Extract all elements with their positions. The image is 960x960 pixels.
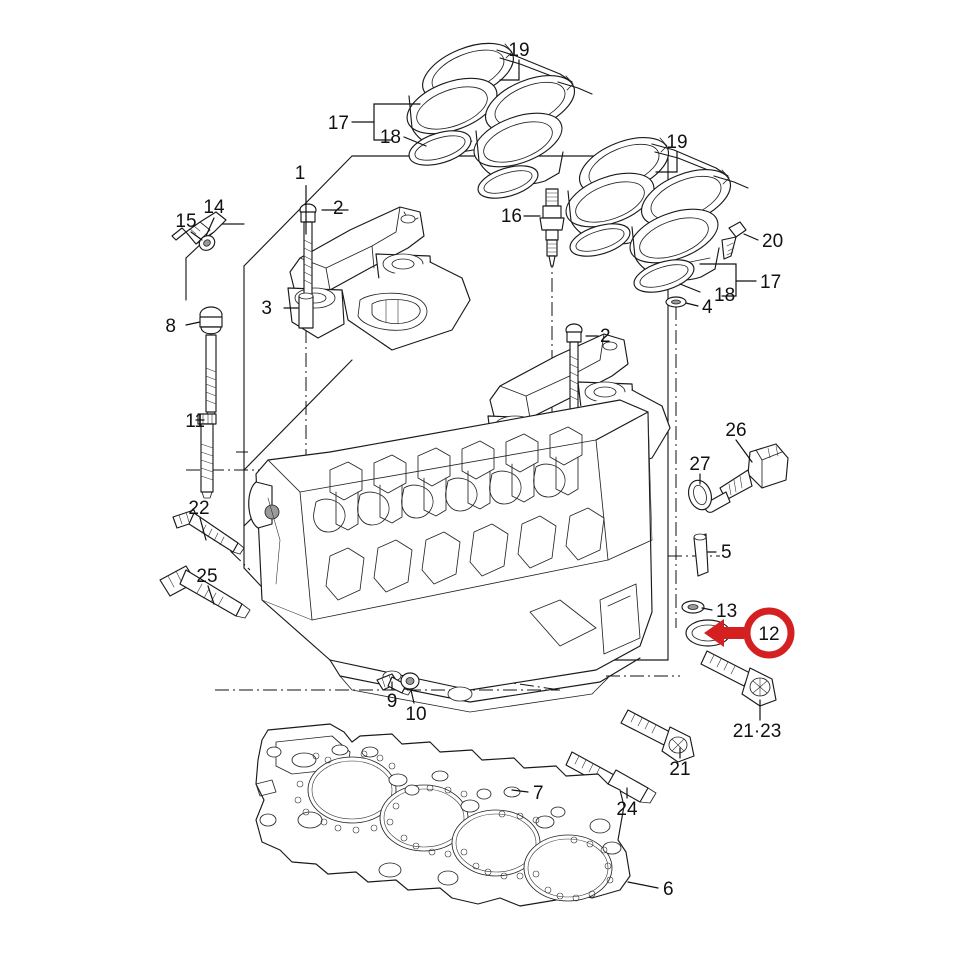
intake-pipe-3 <box>565 172 656 245</box>
intake-pipe-group-left <box>406 42 593 199</box>
callout-10: 10 <box>405 704 426 725</box>
highlight-number: 12 <box>758 624 779 645</box>
callout-16: 16 <box>501 206 522 227</box>
callout-27: 27 <box>689 454 710 475</box>
intake-pipe-4 <box>629 208 720 281</box>
clamp-screw-20 <box>721 221 747 260</box>
bolt-8 <box>199 306 223 419</box>
leader-lines <box>185 59 761 889</box>
callout-17a: 17 <box>328 113 349 134</box>
callout-17b: 17 <box>760 272 781 293</box>
callout-1: 1 <box>295 163 306 184</box>
intake-o-ring-3 <box>569 223 631 257</box>
dowel-pin-3 <box>298 292 314 329</box>
sensor-o-ring-27 <box>687 479 713 511</box>
intake-pipe-2 <box>473 112 564 185</box>
callout-24: 24 <box>616 799 638 820</box>
callout-2a: 2 <box>333 198 344 219</box>
callout-25: 25 <box>196 566 217 587</box>
callout-21: 21 <box>669 759 690 780</box>
callout-21-23: 21·23 <box>733 721 782 742</box>
sealing-washer-15 <box>198 235 216 251</box>
intake-o-ring-1 <box>408 130 472 166</box>
callout-22: 22 <box>188 498 209 519</box>
callout-labels: 1 2 3 14 15 8 11 22 25 16 2 17 18 19 19 … <box>165 40 783 900</box>
callout-18a: 18 <box>380 127 401 148</box>
spark-plug-16 <box>539 188 565 267</box>
callout-4: 4 <box>702 297 713 318</box>
callout-2b: 2 <box>600 326 611 347</box>
camshaft-holder-1 <box>287 206 471 351</box>
dowel-pin-5 <box>693 533 709 577</box>
washer-4 <box>665 296 687 308</box>
washer-10 <box>400 672 420 690</box>
bolt-9 <box>376 673 413 696</box>
cylinder-head-body <box>248 399 653 713</box>
camshaft-bolt-2b <box>565 323 583 413</box>
callout-9: 9 <box>387 691 398 712</box>
callout-7: 7 <box>533 783 544 804</box>
bolt-21 <box>620 709 695 763</box>
intake-o-ring-4 <box>633 259 695 293</box>
small-o-ring-13 <box>681 600 705 614</box>
highlight-annotation-12: 12 <box>704 607 795 659</box>
callout-19a: 19 <box>508 40 529 61</box>
callout-13: 13 <box>716 601 737 622</box>
callout-15: 15 <box>175 211 196 232</box>
camshaft-bolt-2a <box>299 203 317 297</box>
callout-6: 6 <box>663 879 674 900</box>
bolt-11 <box>197 413 217 499</box>
bolt-21-23 <box>700 650 777 707</box>
callout-20: 20 <box>762 231 783 252</box>
highlight-circle <box>743 607 795 659</box>
callout-18b: 18 <box>714 285 735 306</box>
intake-pipe-group-right <box>565 137 749 308</box>
callout-8: 8 <box>165 316 176 337</box>
callout-14: 14 <box>203 197 225 218</box>
callout-5: 5 <box>721 542 732 563</box>
highlight-arrow-icon <box>704 619 744 647</box>
temperature-sensor-26 <box>704 443 789 513</box>
callout-26: 26 <box>725 420 746 441</box>
intake-o-ring-2 <box>477 165 539 199</box>
stud-25 <box>159 565 251 619</box>
callout-3: 3 <box>261 298 272 319</box>
callout-19b: 19 <box>666 132 687 153</box>
callout-11: 11 <box>185 411 205 432</box>
cylinder-head-gasket-6 <box>255 723 631 907</box>
